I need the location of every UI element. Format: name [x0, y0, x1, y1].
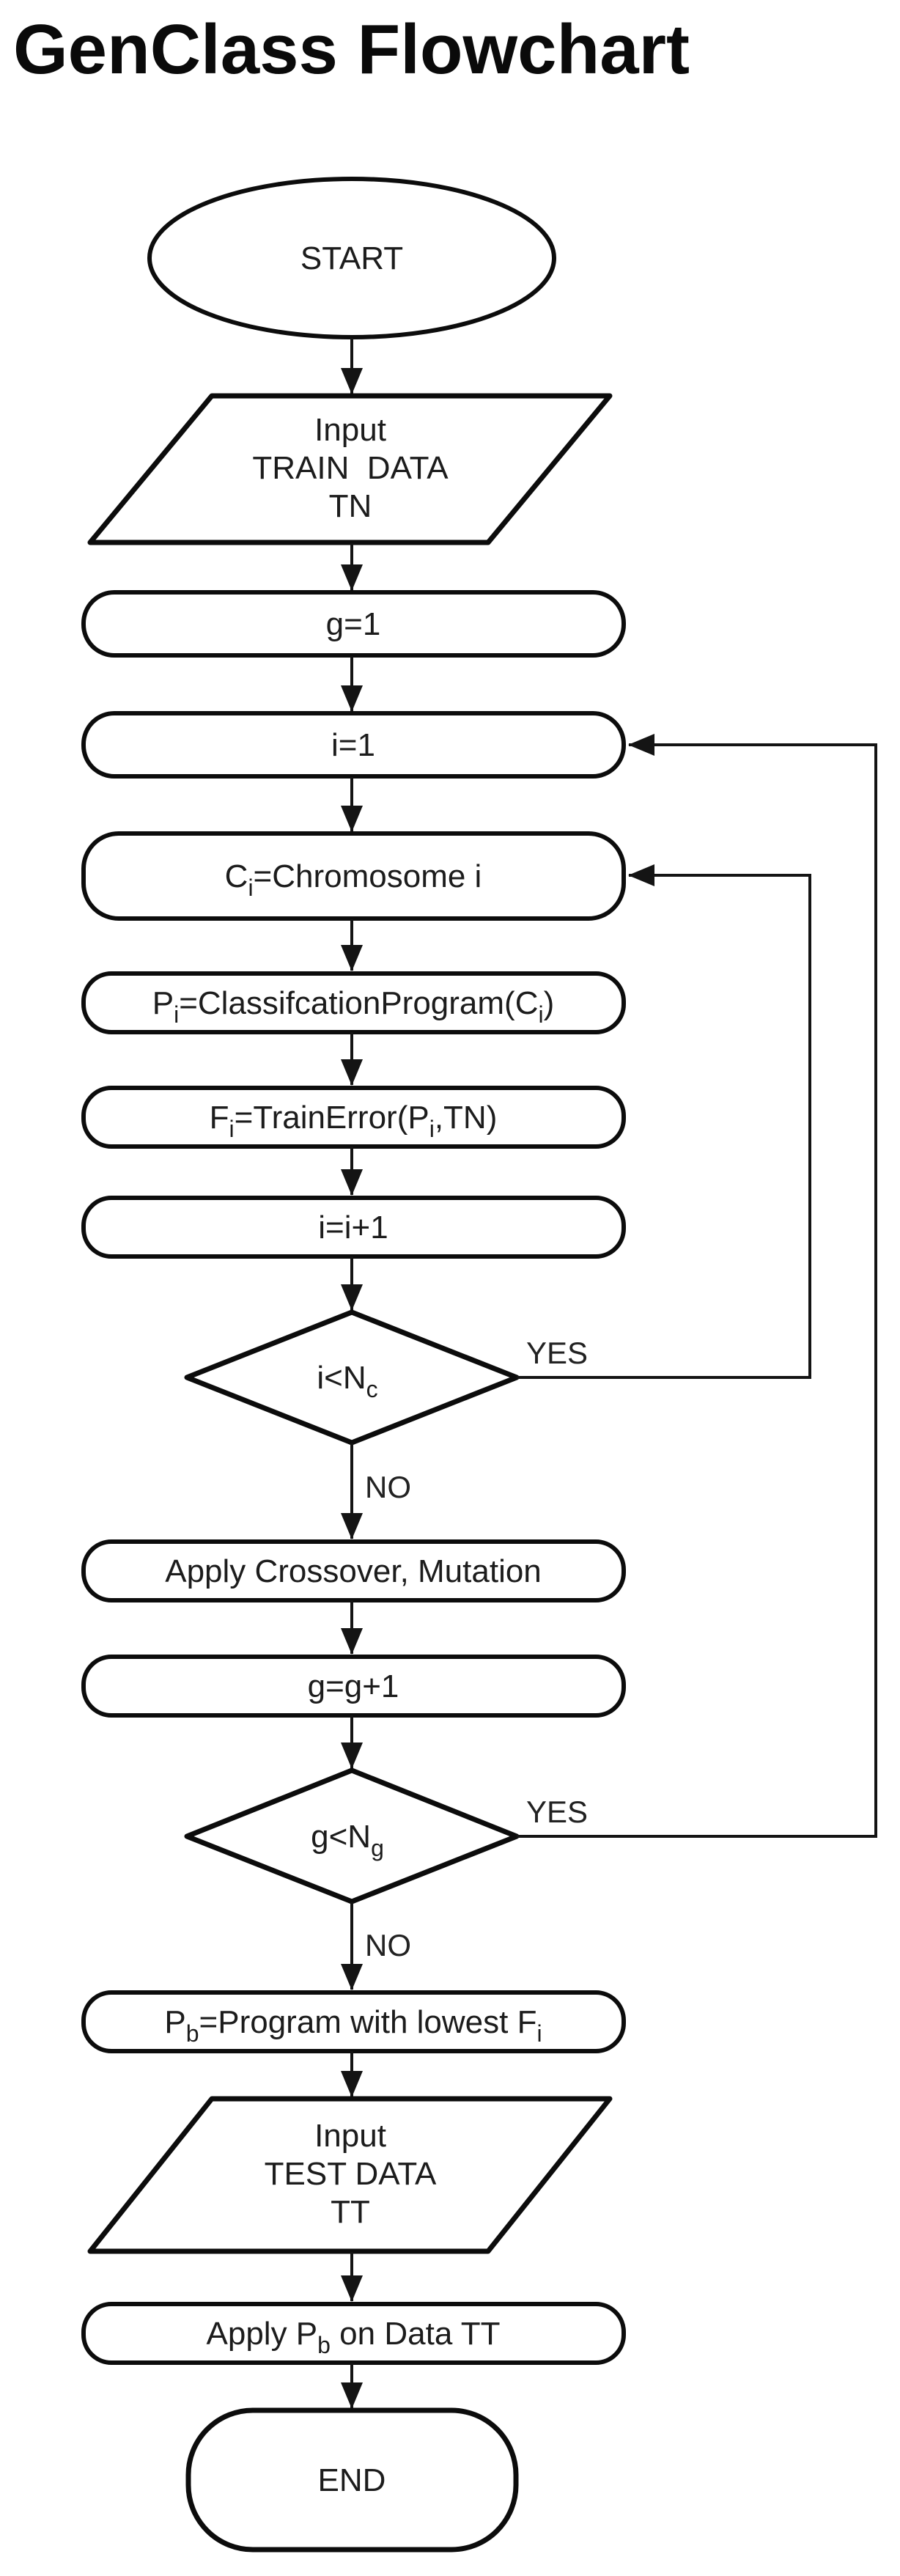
node-end: END: [185, 2407, 519, 2553]
node-input-train-data: Input TRAIN DATA TN: [87, 393, 613, 545]
generations-decision-diamond: [184, 1767, 520, 1905]
node-increment-generation: g=g+1: [81, 1655, 626, 1718]
apply-best-program-label: Apply Pb on Data TT: [207, 2316, 501, 2358]
edge-generations-decision-yes-loop: [517, 734, 877, 1838]
generations-decision-no-label: NO: [365, 1928, 411, 1962]
node-init-generation: g=1: [81, 590, 626, 658]
input-train-line2: TRAIN DATA: [252, 450, 449, 486]
individuals-decision-yes-label: YES: [526, 1336, 588, 1370]
node-start: START: [147, 177, 556, 339]
build-program-box: [81, 971, 626, 1034]
start-terminator-shape: [147, 177, 556, 339]
node-increment-individual: i=i+1: [81, 1196, 626, 1259]
generations-decision-yes-label: YES: [526, 1795, 588, 1829]
node-input-test-data: Input TEST DATA TT: [87, 2096, 613, 2254]
compute-fitness-label: Fi=TrainError(Pi,TN): [210, 1100, 498, 1142]
individuals-decision-label: i<Nc: [317, 1360, 377, 1402]
end-label: END: [318, 2462, 386, 2498]
compute-fitness-box: [81, 1086, 626, 1149]
build-program-label: Pi=ClassifcationProgram(Ci): [152, 985, 555, 1028]
increment-individual-box: [81, 1196, 626, 1259]
apply-crossover-mutation-box: [81, 1539, 626, 1602]
init-generation-box: [81, 590, 626, 658]
individuals-decision-diamond: [184, 1309, 520, 1446]
node-compute-fitness: Fi=TrainError(Pi,TN): [81, 1086, 626, 1149]
node-init-individual: i=1: [81, 711, 626, 779]
best-program-label: Pb=Program with lowest Fi: [164, 2004, 542, 2047]
init-individual-box: [81, 711, 626, 779]
input-test-line1: Input: [314, 2118, 386, 2154]
input-train-io-shape: [87, 393, 613, 545]
end-terminator-shape: [185, 2407, 519, 2553]
input-train-line1: Input: [314, 412, 386, 448]
node-build-program: Pi=ClassifcationProgram(Ci): [81, 971, 626, 1034]
input-test-io-shape: [87, 2096, 613, 2254]
node-generations-decision: g<Ng: [184, 1767, 520, 1905]
increment-individual-label: i=i+1: [318, 1210, 388, 1245]
generations-decision-label: g<Ng: [311, 1819, 384, 1861]
apply-crossover-mutation-label: Apply Crossover, Mutation: [165, 1553, 542, 1589]
get-chromosome-label: Ci=Chromosome i: [225, 858, 482, 901]
init-generation-label: g=1: [326, 606, 381, 642]
edge-individuals-decision-yes-loop: [517, 864, 811, 1379]
page-title: GenClass Flowchart: [13, 10, 690, 89]
start-label: START: [300, 240, 403, 276]
node-get-chromosome: Ci=Chromosome i: [81, 831, 626, 921]
node-apply-crossover-mutation: Apply Crossover, Mutation: [81, 1539, 626, 1602]
input-train-line3: TN: [329, 488, 372, 524]
node-apply-best-program: Apply Pb on Data TT: [81, 2302, 626, 2365]
apply-best-program-box: [81, 2302, 626, 2365]
input-test-line3: TT: [331, 2194, 370, 2230]
node-individuals-decision: i<Nc: [184, 1309, 520, 1446]
best-program-box: [81, 1990, 626, 2053]
get-chromosome-box: [81, 831, 626, 921]
increment-generation-box: [81, 1655, 626, 1718]
node-best-program: Pb=Program with lowest Fi: [81, 1990, 626, 2053]
increment-generation-label: g=g+1: [308, 1668, 399, 1704]
input-test-line2: TEST DATA: [265, 2156, 437, 2192]
init-individual-label: i=1: [331, 727, 375, 763]
individuals-decision-no-label: NO: [365, 1470, 411, 1504]
